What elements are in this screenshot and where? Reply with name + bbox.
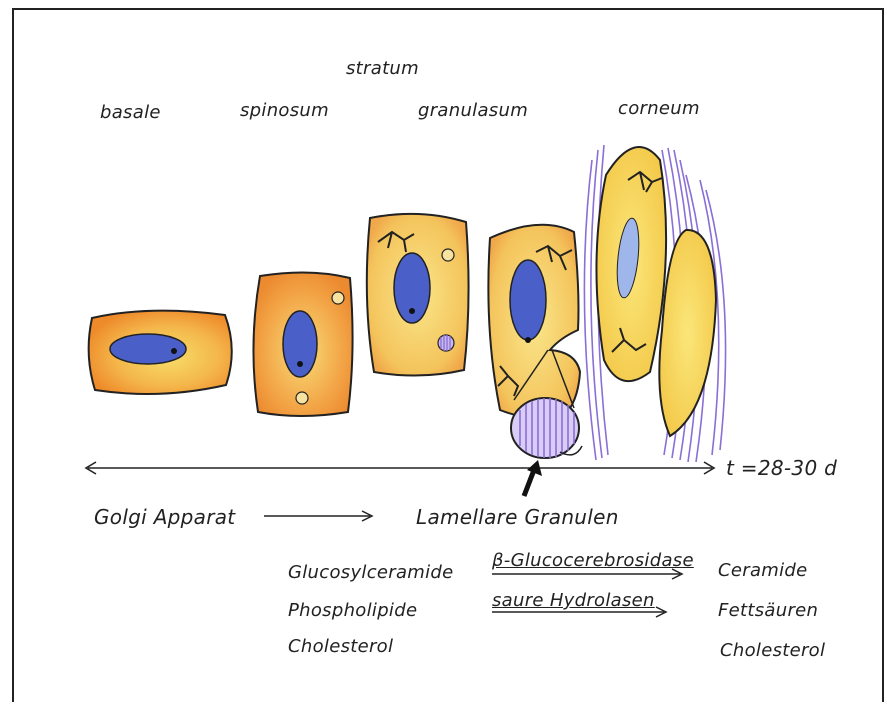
timeline-label: t =28-30 d bbox=[726, 456, 837, 480]
granule-pointer-arrow bbox=[524, 460, 542, 496]
cell-spinosum bbox=[253, 272, 352, 416]
enzyme-glucocerebrosidase: β-Glucocerebrosidase bbox=[492, 550, 694, 571]
layer-label-granulosum: granulasum bbox=[418, 100, 528, 121]
stratum-heading: stratum bbox=[346, 58, 419, 79]
layer-label-basale: basale bbox=[100, 102, 161, 123]
substrate-cholesterol: Cholesterol bbox=[288, 636, 393, 657]
layer-label-corneum: corneum bbox=[618, 98, 700, 119]
golgi-label: Golgi Apparat bbox=[94, 505, 235, 529]
substrate-glucosylceramide: Glucosylceramide bbox=[288, 562, 454, 583]
cell-basale bbox=[89, 311, 232, 394]
lamellar-granules-label: Lamellare Granulen bbox=[416, 505, 619, 529]
golgi-to-granule-arrow bbox=[264, 511, 372, 521]
cell-corneum bbox=[584, 145, 725, 462]
product-ceramide: Ceramide bbox=[718, 560, 808, 581]
cell-transition bbox=[488, 225, 582, 458]
substrate-phospholipide: Phospholipide bbox=[288, 600, 417, 621]
product-cholesterol: Cholesterol bbox=[720, 640, 825, 661]
nucleus-spinosum bbox=[283, 311, 317, 377]
time-axis bbox=[86, 462, 714, 474]
nucleus-transition bbox=[510, 260, 546, 340]
layer-label-spinosum: spinosum bbox=[240, 100, 329, 121]
enzyme-saure-hydrolasen: saure Hydrolasen bbox=[492, 590, 655, 611]
product-fettsaeuren: Fettsäuren bbox=[718, 600, 818, 621]
cell-granulosum bbox=[367, 214, 469, 376]
